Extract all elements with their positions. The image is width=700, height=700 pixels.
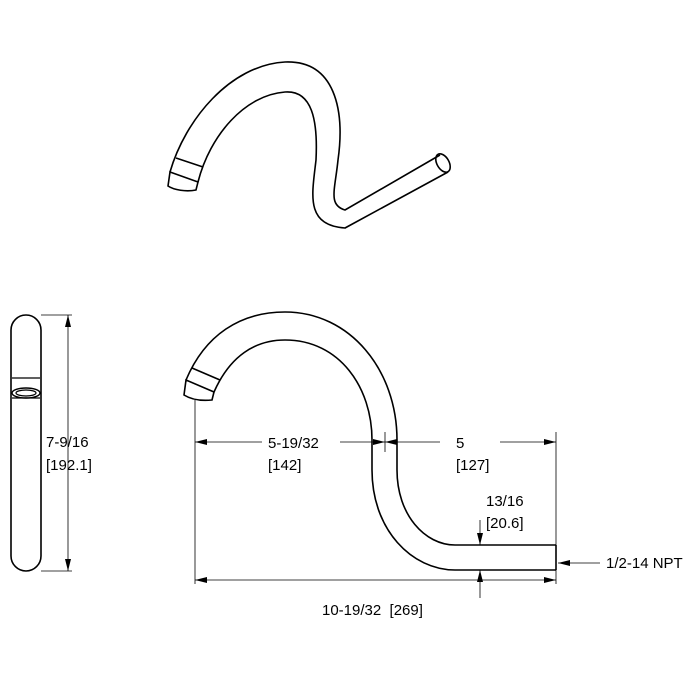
right-span-label-bg	[440, 430, 500, 470]
thread-label: 1/2-14 NPT	[606, 555, 683, 572]
right-span-imperial-label: 5	[456, 435, 464, 452]
left-span-arrow-right	[373, 439, 385, 445]
height-arrow-top	[65, 315, 71, 327]
iso-pipe-outer	[169, 61, 441, 211]
side-nozzle-inner	[15, 389, 37, 397]
overall-label-bg	[318, 600, 442, 622]
diameter-arrow-top	[477, 533, 483, 545]
right-span-arrow-left	[385, 439, 397, 445]
front-pipe-inner	[213, 339, 556, 571]
side-view: 7-9/16 [192.1]	[10, 314, 92, 572]
overall-arrow-right	[544, 577, 556, 583]
height-metric-label: [192.1]	[46, 457, 92, 474]
left-span-arrow-left	[195, 439, 207, 445]
front-nozzle	[183, 378, 215, 402]
overall-arrow-left	[195, 577, 207, 583]
iso-end-cap	[434, 153, 452, 173]
diameter-metric-label: [20.6]	[486, 515, 524, 532]
diameter-imperial-label: 13/16	[486, 493, 524, 510]
height-arrow-bottom	[65, 559, 71, 571]
left-span-label-bg	[262, 430, 340, 470]
diameter-arrow-bottom	[477, 570, 483, 582]
iso-nozzle	[167, 170, 199, 192]
front-view: 5-19/32 [142] 5 [127] 13/16 [20.6] 10-19…	[183, 311, 683, 622]
thread-arrow	[558, 560, 570, 566]
right-span-arrow-right	[544, 439, 556, 445]
overall-length-label: 10-19/32 [269]	[322, 602, 423, 619]
left-span-imperial-label: 5-19/32	[268, 435, 319, 452]
height-imperial-label: 7-9/16	[46, 434, 89, 451]
left-span-metric-label: [142]	[268, 457, 301, 474]
iso-pipe-inner	[197, 91, 449, 229]
front-nozzle-ring	[191, 367, 221, 381]
iso-nozzle-ring	[175, 157, 204, 168]
side-pipe	[10, 314, 42, 572]
front-pipe-outer	[185, 311, 556, 546]
right-span-metric-label: [127]	[456, 457, 489, 474]
isometric-view	[167, 61, 452, 229]
